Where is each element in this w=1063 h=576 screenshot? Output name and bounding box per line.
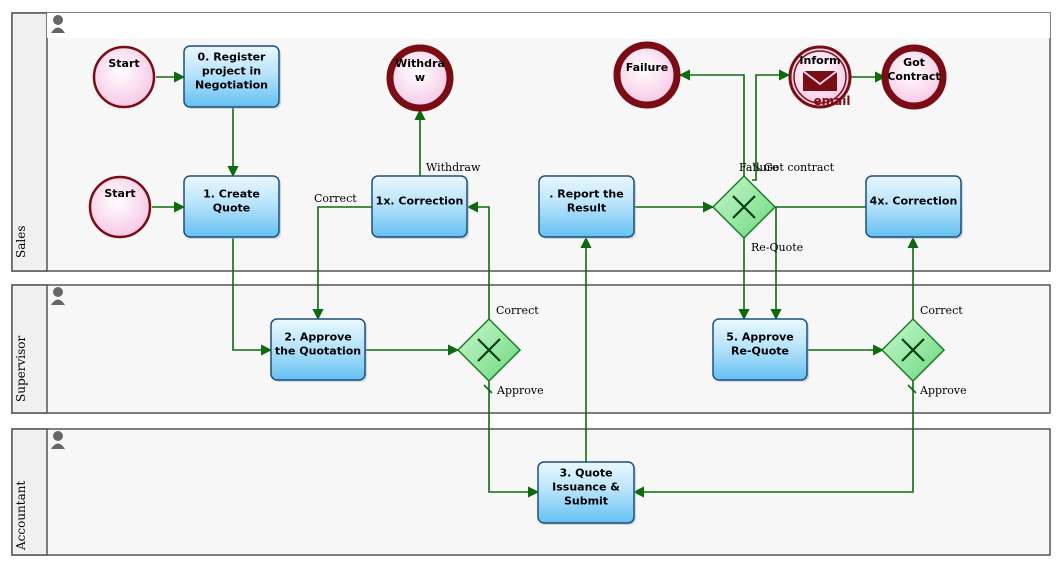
node-label-line: the Quotation (275, 345, 361, 358)
node-label-line: Re-Quote (731, 345, 789, 358)
node-label-line: Inform (799, 54, 840, 67)
end-event-endWithdraw[interactable]: Withdraw (386, 44, 454, 112)
node-label-line: Negotiation (195, 79, 268, 92)
start-event-start1[interactable]: Start (92, 45, 156, 109)
edge-labels: Correct Withdraw Failure Got contract Re… (314, 161, 967, 397)
edge-label-approve: Approve (496, 384, 544, 397)
default-marker (907, 384, 917, 394)
edge-gw1-task1x (466, 201, 490, 320)
node-label-line: Issuance & (552, 481, 620, 494)
message-event-inform[interactable]: Inform email (788, 45, 852, 109)
node-label-line: Quote (213, 202, 250, 215)
exclusive-gateway-gwSup1[interactable] (456, 317, 522, 383)
message-event-inner-ring (793, 50, 847, 104)
edge-gw2-task3 (632, 381, 914, 498)
lane-label-accountant: Accountant (14, 481, 28, 551)
message-type-label: email (814, 94, 851, 108)
node-label-line: Withdra (395, 57, 445, 70)
task-box (537, 461, 635, 524)
lane-performer-icon (51, 15, 65, 33)
edge-label-correct: Correct (314, 192, 357, 205)
end-event-endFailure[interactable]: Failure (613, 41, 681, 109)
task-box (712, 318, 808, 381)
default-marker (752, 162, 762, 172)
task-box (865, 175, 962, 238)
task-task4x[interactable]: 4x. Correction (865, 175, 963, 239)
task-box (183, 175, 280, 238)
lane-performer-icon (51, 431, 65, 449)
node-label-line: 4x. Correction (870, 195, 958, 208)
x-mark-icon (477, 338, 501, 362)
x-mark-icon (732, 195, 756, 219)
node-label-line: 1. Create (203, 188, 260, 201)
envelope-icon (802, 70, 838, 91)
node-label-line: . Report the (549, 188, 623, 201)
node-label-line: Failure (626, 61, 669, 74)
node-label-line: 3. Quote (559, 467, 612, 480)
default-marker (483, 384, 493, 394)
x-mark-icon (901, 338, 925, 362)
task-task1x[interactable]: 1x. Correction (371, 175, 469, 239)
edge-label-requote: Re-Quote (751, 241, 803, 254)
start-event-circle (88, 175, 152, 239)
edge-label-correct: Correct (496, 304, 539, 317)
edge-task1-task2 (232, 238, 273, 356)
node-label-line: Start (108, 57, 139, 70)
edge-label-correct: Correct (920, 304, 963, 317)
task-box (371, 175, 468, 238)
edge-label-approve: Approve (919, 384, 967, 397)
edge-gwsales-inform (752, 69, 791, 181)
node-label-line: 1x. Correction (376, 195, 464, 208)
edge-task1x-task2 (312, 206, 372, 321)
node-label-line: 2. Approve (284, 331, 352, 344)
exclusive-gateway-gwSales[interactable] (711, 174, 777, 240)
edge-gwsales-failure (678, 69, 745, 176)
node-label-line: Contract (887, 70, 940, 83)
task-box (270, 318, 366, 381)
end-event-circle (613, 41, 681, 109)
edge-label-got-contract: Got contract (764, 161, 835, 174)
start-event-start2[interactable]: Start (88, 175, 152, 239)
node-label-line: project in (202, 65, 261, 78)
lane-performer-icon (51, 287, 65, 305)
task-box (538, 175, 635, 238)
node-label-line: Result (567, 202, 606, 215)
node-label-line: w (415, 71, 425, 84)
exclusive-gateway-gwSup2[interactable] (880, 317, 946, 383)
node-label-line: Start (104, 187, 135, 200)
task-box (183, 45, 280, 108)
node-label-line: Submit (564, 495, 608, 508)
edge-label-failure: Failure (739, 161, 778, 174)
edge-gw1-task3 (488, 381, 540, 498)
start-event-circle (92, 45, 156, 109)
lane-label-sales: Sales (14, 226, 28, 258)
node-label-line: 5. Approve (726, 331, 794, 344)
node-label-line: 0. Register (198, 51, 267, 64)
end-event-circle (881, 44, 947, 110)
end-event-circle (386, 44, 454, 112)
node-label-line: Got (903, 56, 925, 69)
edge-label-withdraw: Withdraw (426, 161, 481, 174)
lane-label-supervisor: Supervisor (14, 336, 28, 402)
